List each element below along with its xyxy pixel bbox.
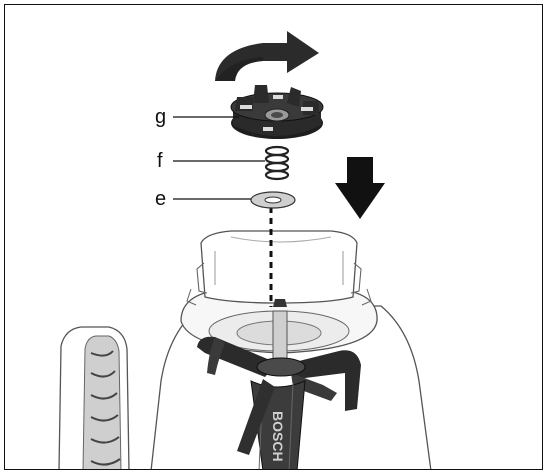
callout-label-f: f — [157, 150, 163, 172]
illustration-frame: BOSCH — [4, 4, 543, 470]
callout-label-e: e — [155, 188, 167, 210]
curved-arrow-clockwise-icon — [215, 31, 319, 81]
jar-handle — [58, 326, 130, 469]
blade-assembly — [197, 336, 361, 469]
arrow-down-icon — [335, 157, 385, 219]
part-g-drive-coupling — [230, 85, 324, 139]
assembly-diagram: BOSCH — [58, 31, 432, 469]
callout-label-g: g — [155, 106, 167, 128]
brand-text: BOSCH — [270, 411, 286, 462]
part-e-washer — [250, 191, 296, 209]
part-f-spring — [264, 145, 290, 181]
center-shaft — [269, 207, 288, 362]
